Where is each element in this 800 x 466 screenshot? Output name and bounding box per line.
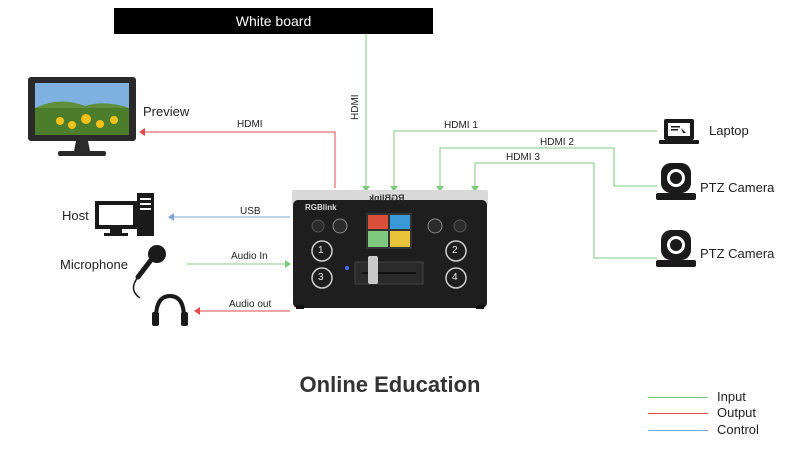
- hdmi1-label: HDMI 1: [444, 120, 478, 131]
- hdmi2-line: [439, 147, 657, 188]
- legend-control-label: Control: [717, 422, 759, 437]
- video-switcher-device: [292, 190, 488, 309]
- legend-input-label: Input: [717, 389, 746, 404]
- legend-output-label: Output: [717, 405, 757, 420]
- legend-control-swatch: [648, 430, 708, 431]
- audio-in-label: Audio In: [231, 251, 268, 262]
- laptop-label: Laptop: [709, 123, 749, 138]
- switcher-brand: RGBlink: [305, 203, 337, 212]
- ptz-camera-icon: [656, 163, 696, 200]
- host-label: Host: [62, 208, 89, 223]
- whiteboard-box: White board: [114, 8, 433, 34]
- hdmi2-label: HDMI 2: [540, 137, 574, 148]
- microphone-label: Microphone: [60, 257, 128, 272]
- preview-label: Preview: [143, 104, 190, 119]
- hdmi3-line: [474, 162, 657, 259]
- ptz-camera-icon-2: [656, 230, 696, 267]
- preview-hdmi-line: [143, 131, 336, 188]
- legend-input-swatch: [648, 397, 708, 398]
- switcher-button-2: 2: [452, 245, 458, 256]
- audio-out-label: Audio out: [229, 299, 272, 310]
- hdmi3-label: HDMI 3: [506, 152, 540, 163]
- diagram-title: Online Education: [299, 372, 481, 397]
- preview-monitor-icon: [28, 77, 136, 156]
- host-computer-icon: [95, 193, 154, 236]
- switcher-brand-mirror: RGBlink: [369, 193, 405, 203]
- legend-output-swatch: [648, 413, 708, 414]
- preview-hdmi-label: HDMI: [237, 119, 263, 130]
- ptz-camera-label-1: PTZ Camera: [700, 180, 775, 195]
- usb-label: USB: [240, 206, 261, 217]
- ptz-camera-label-2: PTZ Camera: [700, 246, 775, 261]
- hdmi1-line: [393, 130, 657, 188]
- whiteboard-hdmi-label: HDMI: [350, 94, 361, 120]
- switcher-button-1: 1: [318, 245, 324, 256]
- laptop-icon: [659, 119, 699, 144]
- switcher-button-3: 3: [318, 272, 324, 283]
- switcher-button-4: 4: [452, 272, 458, 283]
- headphones-icon: [152, 293, 188, 326]
- microphone-icon: [132, 245, 166, 299]
